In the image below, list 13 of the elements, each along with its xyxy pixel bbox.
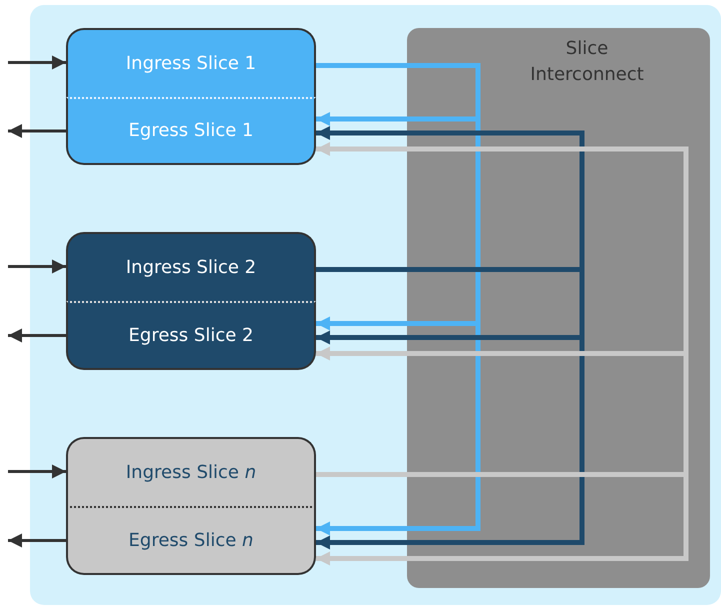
ingress-section: Ingress Slice 2 [66, 232, 316, 301]
arrow [8, 534, 66, 548]
egress-section: Egress Slice 1 [66, 97, 316, 165]
panel-title: Slice Interconnect [529, 37, 645, 87]
arrow [8, 56, 66, 70]
arrow [8, 124, 66, 138]
arrow [8, 328, 66, 342]
ingress-section: Ingress Slice 1 [66, 28, 316, 97]
arrow [8, 260, 66, 274]
egress-section: Egress Slice n [66, 506, 316, 575]
arrow [8, 464, 66, 478]
ingress-section: Ingress Slice n [66, 437, 316, 506]
egress-section: Egress Slice 2 [66, 301, 316, 370]
